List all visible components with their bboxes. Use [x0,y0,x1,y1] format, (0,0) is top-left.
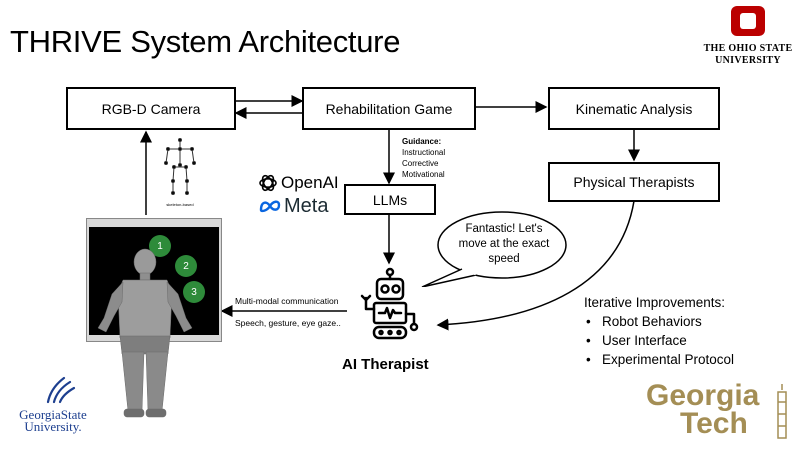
bullet-icon: • [586,314,591,329]
openai-icon [259,174,277,192]
guidance-text: Guidance: Instructional Corrective Motiv… [402,136,445,180]
skeleton-icon [164,138,196,195]
game-target-3: 3 [183,281,205,303]
improvements-heading: Iterative Improvements: [584,295,726,310]
camera-box: RGB-D Camera [66,87,236,130]
speech-bubble-text: Fantastic! Let's move at the exact speed [458,223,550,265]
gt-logo: Georgia Tech [646,379,796,442]
osu-name-line2: UNIVERSITY [715,55,781,66]
game-target-1: 1 [149,235,171,257]
therapists-box: Physical Therapists [548,162,720,202]
robot-label: AI Therapist [342,356,429,373]
improvement-item: •Robot Behaviors [586,314,702,329]
camera-label: RGB-D Camera [101,100,201,117]
patient-figure-icon [97,248,193,418]
guidance-item: Motivational [402,170,445,179]
gt-name-line2: Tech [680,407,748,440]
gsu-name-line2: University. [24,419,82,434]
improvement-item: •Experimental Protocol [586,352,735,367]
gsu-logo: GeorgiaState University. [12,374,94,440]
meta-infinity-icon [259,200,281,213]
gsu-flame-icon [46,376,76,404]
game-box: Rehabilitation Game [302,87,476,130]
gt-tower-icon [777,384,787,439]
skeleton-caption: skeleton-based [166,202,194,207]
improvement-item: •User Interface [586,333,687,348]
therapists-label: Physical Therapists [573,174,695,190]
speech-bubble-shape [421,211,567,287]
page-title: THRIVE System Architecture [10,24,401,59]
robot-icon [360,267,419,340]
gsu-name-line1: GeorgiaState [19,407,87,422]
osu-name-line1: THE OHIO STATE [703,43,793,54]
improvements-list: Iterative Improvements: •Robot Behaviors… [584,293,734,369]
game-label: Rehabilitation Game [325,100,453,117]
openai-logo: OpenAI [258,172,344,194]
game-target-2: 2 [175,255,197,277]
arrow-therapists-robot [436,189,642,331]
osu-block-o-icon [731,6,765,36]
communication-channels: Speech, gesture, eye gaze.. [235,318,341,328]
gt-name-line1: Georgia [646,379,760,412]
llm-provider-logos: OpenAI Meta [258,172,344,220]
llms-label: LLMs [372,191,408,208]
communication-label: Multi-modal communication [235,296,339,306]
bullet-icon: • [586,333,591,348]
bullet-icon: • [586,352,591,367]
guidance-item: Instructional [402,148,446,157]
meta-logo: Meta [258,194,344,218]
openai-name: OpenAI [281,173,339,192]
guidance-item: Corrective [402,159,439,168]
osu-logo: THE OHIO STATE UNIVERSITY [700,4,796,66]
kinematic-label: Kinematic Analysis [575,100,693,117]
guidance-heading: Guidance: [402,137,442,146]
kinematic-box: Kinematic Analysis [548,87,720,130]
llms-box: LLMs [344,184,436,215]
skeleton-figure: skeleton-based [160,135,200,210]
meta-name: Meta [284,194,329,217]
